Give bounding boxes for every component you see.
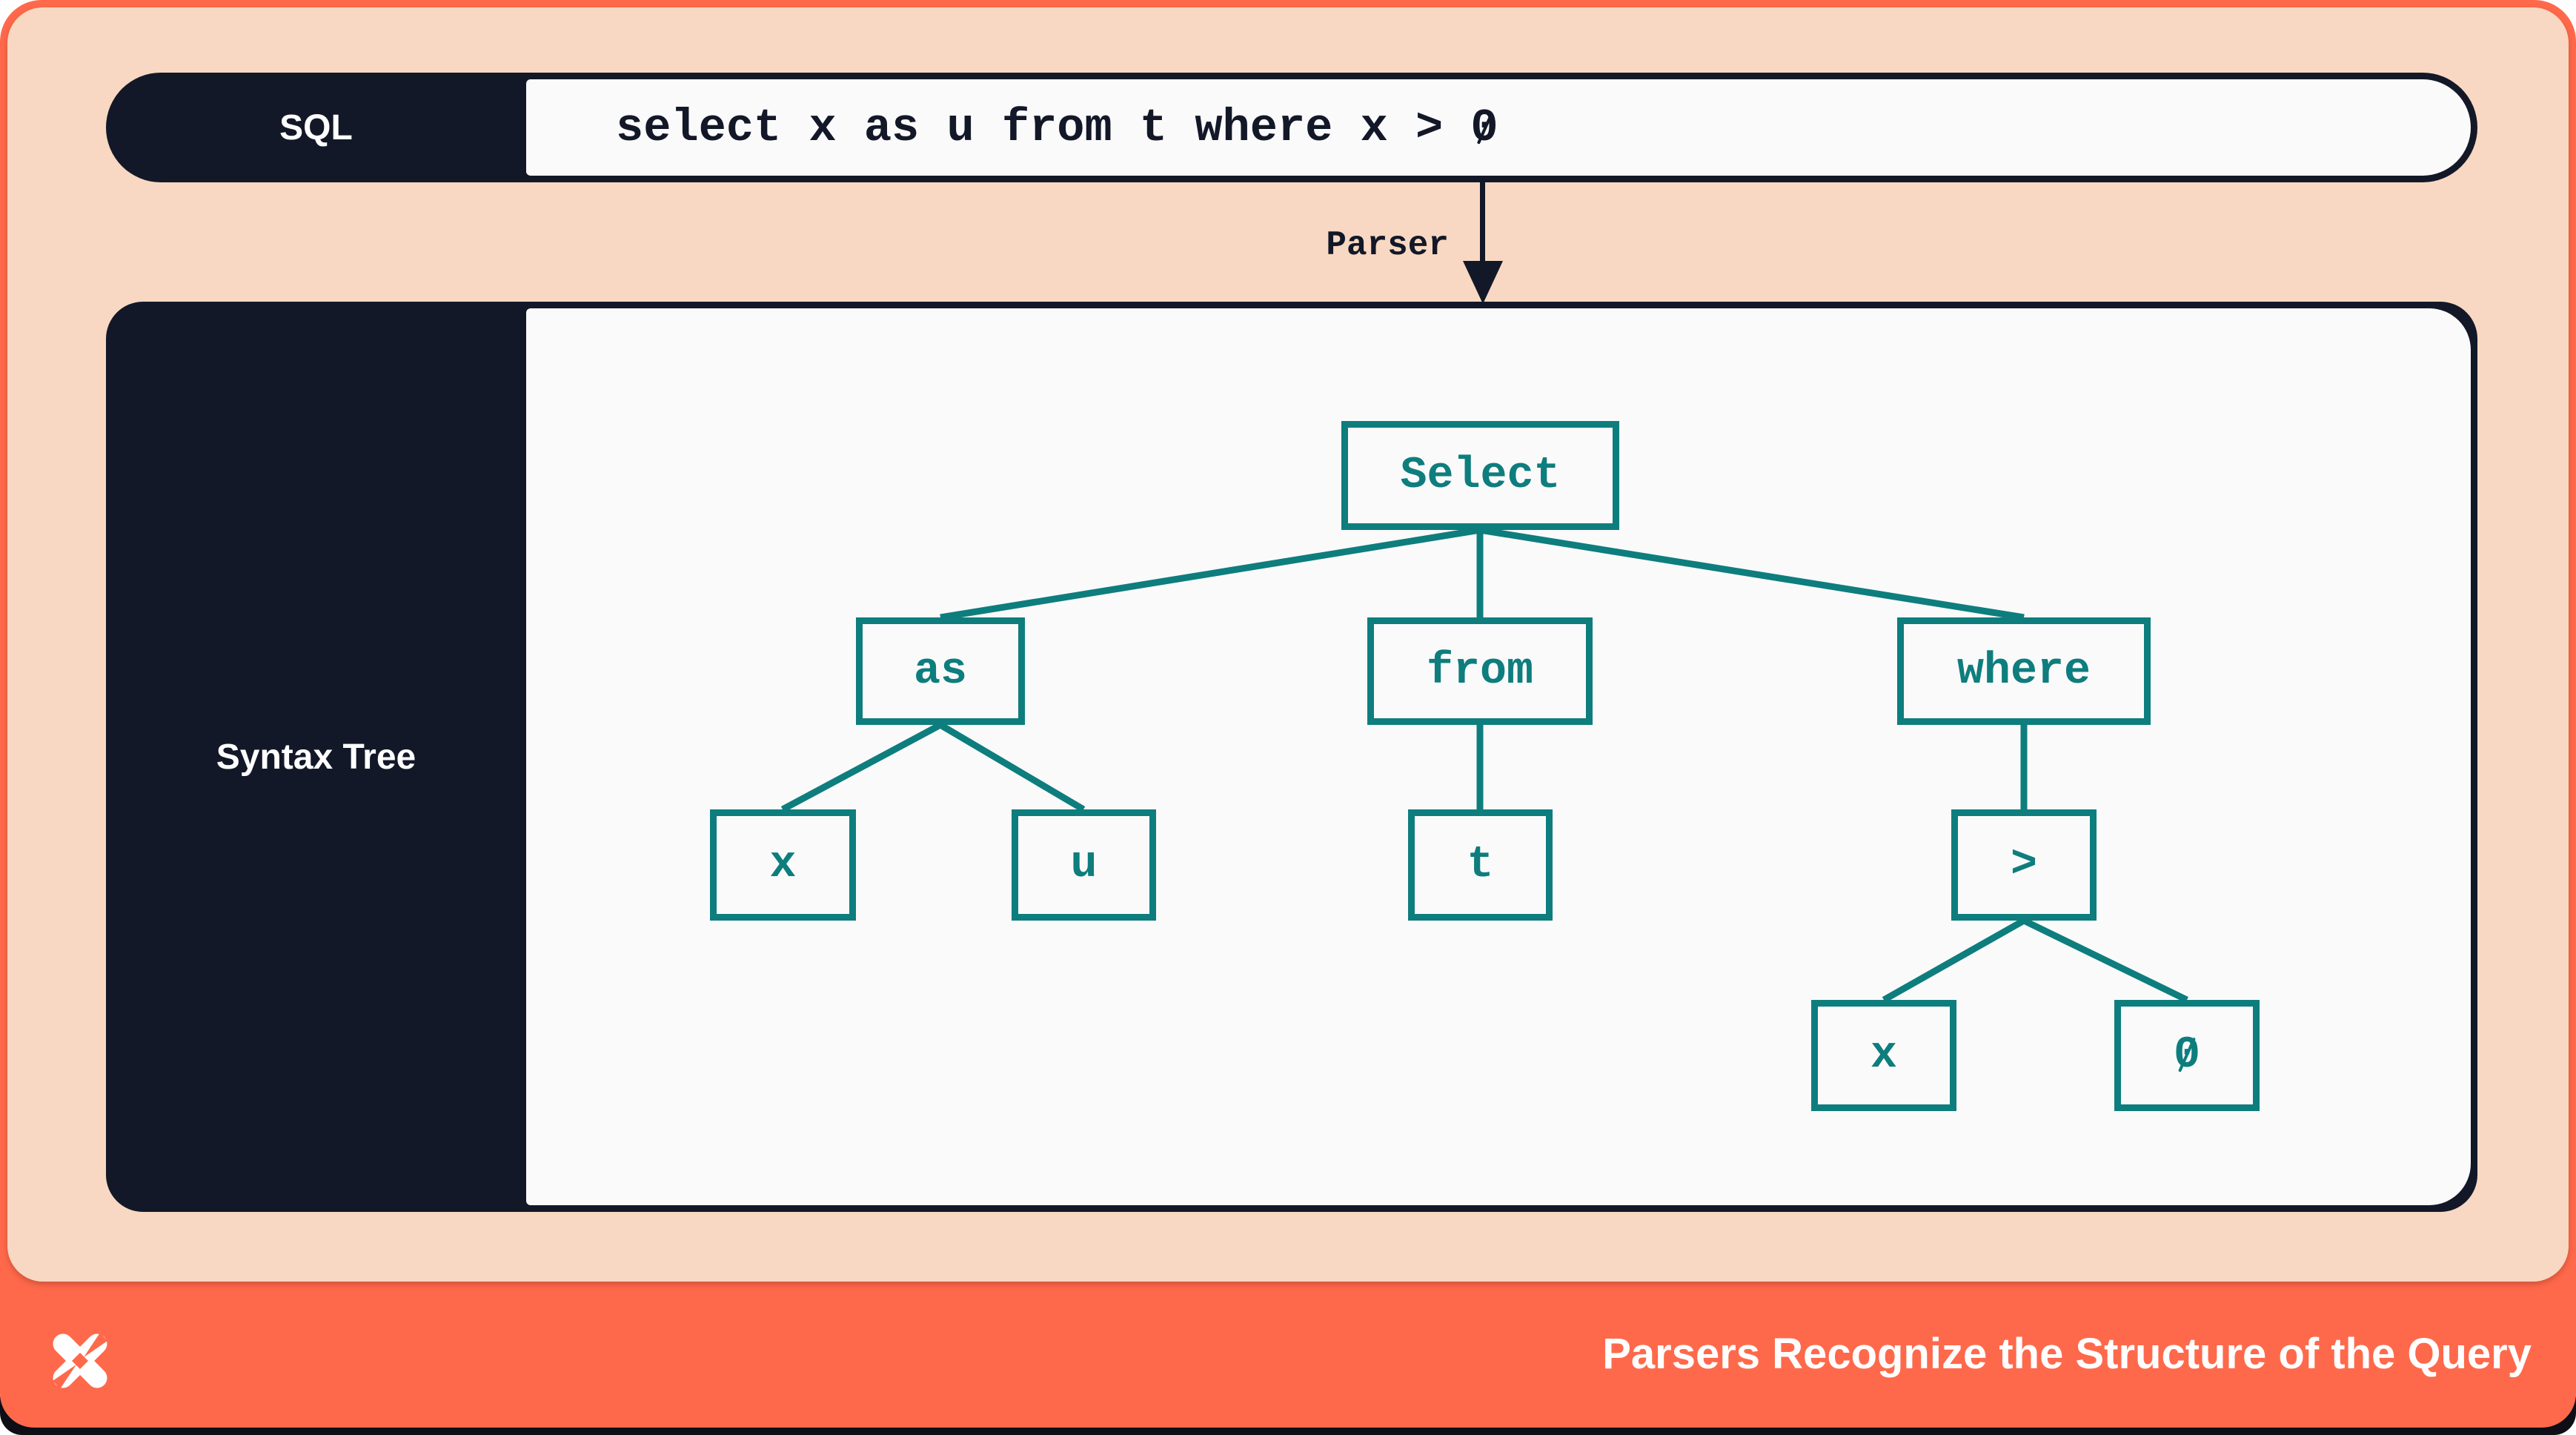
tree-node-u: u [1012, 809, 1156, 921]
node-label: t [1467, 840, 1494, 890]
edge-select-where [1479, 526, 2025, 621]
tree-node-where: where [1897, 617, 2151, 725]
tree-node-gt: > [1951, 809, 2097, 921]
node-label: as [913, 646, 967, 697]
syntax-tree-area: Select as from where x u [526, 308, 2471, 1205]
sql-query: select x as u from t where x > 0 [616, 101, 1498, 154]
parser-label: Parser [1326, 226, 1449, 265]
node-label: x [769, 840, 797, 890]
node-label: > [2010, 840, 2037, 890]
dbt-logo-icon [53, 1333, 107, 1389]
node-label: x [1870, 1030, 1897, 1081]
node-label: Select [1400, 450, 1561, 501]
syntax-tree-label: Syntax Tree [216, 737, 416, 777]
edge-select-as [940, 526, 1481, 621]
sql-label: SQL [279, 107, 353, 148]
node-label: from [1426, 646, 1534, 697]
tree-node-x-cond: x [1811, 1000, 1956, 1111]
sql-query-field: select x as u from t where x > 0 [526, 79, 2471, 176]
edge-as-u [938, 722, 1086, 812]
edge-gt-zero [2022, 917, 2188, 1004]
tree-node-t: t [1408, 809, 1553, 921]
sql-pill: SQL select x as u from t where x > 0 [106, 73, 2477, 182]
parser-arrow [1480, 182, 1485, 264]
edge-gt-x [1882, 918, 2026, 1003]
syntax-tree-panel: Syntax Tree [106, 302, 2477, 1212]
tree-node-x-alias: x [710, 809, 856, 921]
tree-node-as: as [856, 617, 1025, 725]
tree-node-zero: 0 [2114, 1000, 2260, 1111]
edge-as-x [780, 722, 943, 812]
tree-canvas: Select as from where x u [526, 308, 2471, 1205]
parser-arrowhead-icon [1463, 261, 1503, 304]
tree-node-select: Select [1341, 421, 1619, 530]
tree-edges [780, 526, 2188, 1004]
node-label: u [1070, 840, 1098, 890]
node-label: where [1956, 646, 2091, 697]
tree-node-from: from [1367, 617, 1593, 725]
footer-title: Parsers Recognize the Structure of the Q… [1602, 1330, 2532, 1378]
